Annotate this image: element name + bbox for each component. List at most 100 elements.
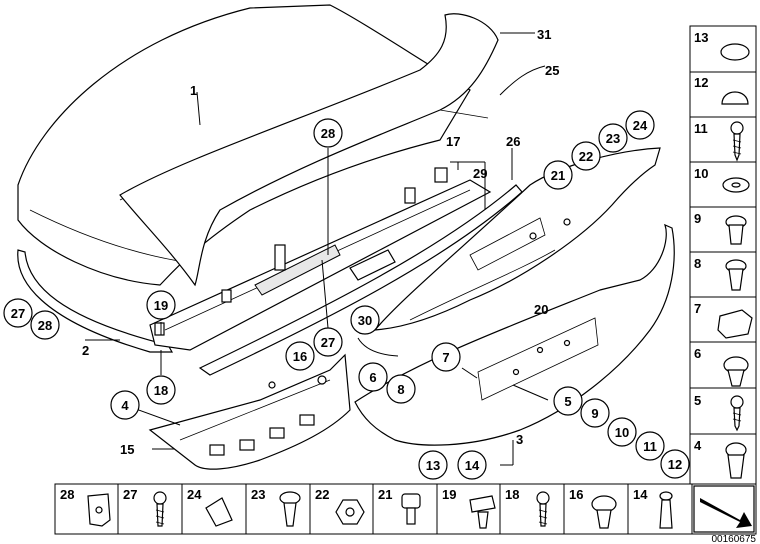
flanged-screw-icon: [730, 395, 744, 432]
panel-label-5: 5: [694, 393, 701, 408]
bolt-icon: [153, 491, 167, 527]
svg-text:27: 27: [321, 335, 335, 350]
pin-clip-icon: [659, 491, 673, 529]
callout-18: 18: [146, 375, 176, 405]
panel-label-8: 8: [694, 256, 701, 271]
part-number-labels: 1 2 3 15 17 20 25 26 29 31: [82, 27, 559, 457]
callout-19: 19: [146, 290, 176, 320]
callout-4: 4: [110, 390, 140, 420]
orientation-arrow-icon: [693, 485, 755, 533]
snap-rivet-icon: [591, 495, 617, 529]
wire-clip-icon: [469, 495, 496, 529]
callout-12: 12: [660, 449, 690, 479]
callout-9: 9: [580, 398, 610, 428]
callout-7: 7: [431, 342, 461, 372]
callout-30: 30: [350, 305, 380, 335]
bottom-label-27: 27: [123, 487, 137, 502]
bottom-label-28: 28: [60, 487, 74, 502]
bottom-label-21: 21: [378, 487, 392, 502]
panel-label-10: 10: [694, 166, 708, 181]
bottom-label-19: 19: [442, 487, 456, 502]
svg-text:22: 22: [579, 149, 593, 164]
svg-text:6: 6: [369, 370, 376, 385]
image-code: 00160675: [712, 534, 757, 544]
nut-clip-icon: [87, 493, 111, 527]
svg-text:27: 27: [11, 306, 25, 321]
panel-label-9: 9: [694, 211, 701, 226]
svg-text:30: 30: [358, 313, 372, 328]
washer-icon: [722, 177, 750, 193]
callout-28-top: 28: [313, 118, 343, 148]
svg-text:7: 7: [442, 350, 449, 365]
bottom-label-24: 24: [187, 487, 202, 502]
panel-label-12: 12: [694, 75, 708, 90]
trunk-lid-illustration: [17, 4, 675, 470]
right-parts-panel: 13 12 11 10 9 8 7 6 5 4: [689, 25, 757, 485]
label-3: 3: [516, 432, 523, 447]
callout-28-left: 28: [30, 310, 60, 340]
panel-label-11: 11: [694, 121, 708, 136]
label-1: 1: [190, 83, 197, 98]
label-31: 31: [537, 27, 551, 42]
callout-6: 6: [358, 362, 388, 392]
bottom-parts-panel: 28 27 24 23 22 21 19 18 16 14: [54, 483, 757, 535]
bottom-label-14: 14: [633, 487, 648, 502]
svg-text:9: 9: [591, 406, 598, 421]
bottom-label-22: 22: [315, 487, 329, 502]
svg-text:8: 8: [397, 382, 404, 397]
svg-text:28: 28: [321, 126, 335, 141]
svg-text:16: 16: [293, 349, 307, 364]
screw-icon: [730, 121, 744, 162]
svg-text:14: 14: [465, 458, 480, 473]
label-20: 20: [534, 302, 548, 317]
callout-23: 23: [598, 123, 628, 153]
bumper-stop-icon: [401, 493, 421, 525]
callout-21: 21: [543, 160, 573, 190]
callout-5: 5: [553, 386, 583, 416]
callout-24: 24: [625, 110, 655, 140]
svg-text:28: 28: [38, 318, 52, 333]
svg-text:24: 24: [633, 118, 648, 133]
cap-icon: [721, 91, 749, 105]
svg-text:21: 21: [551, 168, 565, 183]
svg-text:19: 19: [154, 298, 168, 313]
callout-27-left: 27: [3, 298, 33, 328]
panel-label-6: 6: [694, 346, 701, 361]
rivet-icon: [279, 491, 301, 527]
label-29: 29: [473, 166, 487, 181]
grommet-icon: [725, 215, 747, 245]
leader-lines: [85, 32, 549, 466]
clip-icon: [725, 259, 747, 291]
svg-text:18: 18: [154, 383, 168, 398]
callout-22: 22: [571, 141, 601, 171]
svg-text:13: 13: [426, 458, 440, 473]
panel-label-13: 13: [694, 30, 708, 45]
callout-16: 16: [285, 341, 315, 371]
square-clip-icon: [717, 309, 753, 339]
svg-text:11: 11: [643, 439, 657, 454]
label-2: 2: [82, 343, 89, 358]
svg-text:12: 12: [668, 457, 682, 472]
panel-label-7: 7: [694, 301, 701, 316]
svg-text:23: 23: [606, 131, 620, 146]
hex-nut-icon: [335, 499, 365, 525]
bottom-label-16: 16: [569, 487, 583, 502]
panel-label-4: 4: [694, 438, 702, 453]
callout-27-mid: 27: [313, 327, 343, 357]
bottom-label-18: 18: [505, 487, 519, 502]
circled-callouts: 28 24 23 22 21 19 27 28 18 30 27 16 7 6 …: [3, 110, 690, 480]
label-26: 26: [506, 134, 520, 149]
push-clip-icon: [725, 442, 747, 479]
threaded-bolt-icon: [536, 491, 550, 527]
svg-text:10: 10: [615, 425, 629, 440]
label-25: 25: [545, 63, 559, 78]
callout-11: 11: [635, 431, 665, 461]
callout-8: 8: [386, 374, 416, 404]
bottom-label-23: 23: [251, 487, 265, 502]
label-17: 17: [446, 134, 460, 149]
expansion-clip-icon: [723, 356, 749, 387]
bracket-clip-icon: [205, 497, 233, 527]
callout-14: 14: [457, 450, 487, 480]
callout-13: 13: [418, 450, 448, 480]
